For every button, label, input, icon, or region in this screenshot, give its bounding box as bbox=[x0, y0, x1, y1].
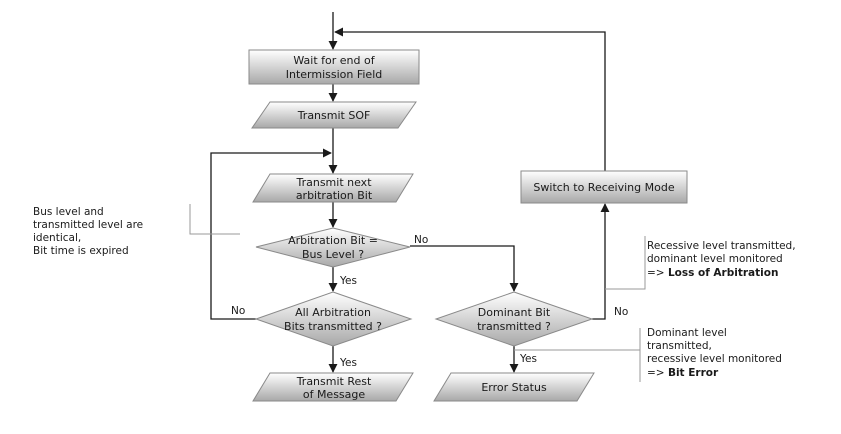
node-transmit-sof: Transmit SOF bbox=[251, 101, 417, 129]
node-all-bits-check-line1: All Arbitration bbox=[295, 306, 371, 319]
node-arbitration-check-line2: Bus Level ? bbox=[302, 248, 364, 261]
note-loss-prefix: => bbox=[647, 267, 668, 279]
note-bit-error-line2: transmitted, bbox=[647, 340, 712, 352]
node-error-status: Error Status bbox=[433, 372, 595, 402]
edge-label-all-yes: Yes bbox=[339, 357, 357, 369]
node-wait: Wait for end of Intermission Field bbox=[248, 49, 420, 85]
node-error-status-label: Error Status bbox=[481, 381, 547, 394]
edge-label-arb-no: No bbox=[414, 234, 428, 246]
note-loss-line3: => Loss of Arbitration bbox=[647, 267, 778, 279]
node-wait-line1: Wait for end of bbox=[293, 54, 375, 67]
node-wait-line2: Intermission Field bbox=[286, 68, 383, 81]
edge-label-dom-no: No bbox=[614, 306, 628, 318]
note-bit-error: Dominant level transmitted, recessive le… bbox=[647, 327, 782, 379]
note-loss-of-arbitration: Recessive level transmitted, dominant le… bbox=[647, 240, 796, 279]
node-all-bits-check: All Arbitration Bits transmitted ? bbox=[254, 291, 413, 347]
bus-level-note-line bbox=[189, 204, 240, 235]
note-bit-error-line3: recessive level monitored bbox=[647, 353, 782, 365]
loss-note-line bbox=[605, 236, 646, 290]
note-bit-error-prefix: => bbox=[647, 367, 668, 379]
dom-no-line bbox=[592, 203, 610, 320]
note-loss-line2: dominant level monitored bbox=[647, 253, 783, 265]
edge-label-all-no: No bbox=[231, 305, 245, 317]
all-no-loop-line bbox=[210, 148, 332, 320]
node-transmit-next-line2: arbitration Bit bbox=[296, 189, 373, 202]
note-bus-level-line1: Bus level and bbox=[33, 206, 104, 218]
edge-labels: No Yes No Yes No Yes bbox=[231, 234, 628, 369]
node-arbitration-check: Arbitration Bit = Bus Level ? bbox=[255, 227, 411, 268]
note-connectors bbox=[189, 204, 646, 382]
note-bit-error-line1: Dominant level bbox=[647, 327, 727, 339]
node-transmit-sof-label: Transmit SOF bbox=[297, 109, 371, 122]
node-transmit-rest-line2: of Message bbox=[303, 388, 366, 401]
node-transmit-next: Transmit next arbitration Bit bbox=[252, 173, 414, 203]
node-switch-receiving: Switch to Receiving Mode bbox=[520, 170, 688, 204]
node-transmit-rest-line1: Transmit Rest bbox=[296, 375, 372, 388]
node-switch-receiving-label: Switch to Receiving Mode bbox=[533, 181, 674, 194]
edge-label-arb-yes: Yes bbox=[339, 275, 357, 287]
node-transmit-rest: Transmit Rest of Message bbox=[252, 372, 414, 402]
node-transmit-next-line1: Transmit next bbox=[295, 176, 372, 189]
node-arbitration-check-line1: Arbitration Bit = bbox=[288, 234, 378, 247]
connectors bbox=[210, 12, 610, 373]
note-bus-level-line4: Bit time is expired bbox=[33, 245, 129, 257]
note-bus-level: Bus level and transmitted level are iden… bbox=[33, 206, 143, 257]
node-dominant-check: Dominant Bit transmitted ? bbox=[434, 291, 594, 347]
note-bus-level-line2: transmitted level are bbox=[33, 219, 143, 231]
note-bit-error-bold: Bit Error bbox=[668, 367, 719, 379]
note-loss-bold: Loss of Arbitration bbox=[668, 267, 779, 279]
return-to-start-line bbox=[334, 27, 606, 171]
node-all-bits-check-line2: Bits transmitted ? bbox=[284, 320, 382, 333]
note-bus-level-line3: identical, bbox=[33, 232, 81, 244]
node-dominant-check-line2: transmitted ? bbox=[477, 320, 551, 333]
edge-label-dom-yes: Yes bbox=[519, 353, 537, 365]
note-bit-error-line4: => Bit Error bbox=[647, 367, 719, 379]
node-dominant-check-line1: Dominant Bit bbox=[478, 306, 551, 319]
bit-error-note-line bbox=[514, 328, 641, 382]
note-loss-line1: Recessive level transmitted, bbox=[647, 240, 796, 252]
arb-no-line bbox=[410, 245, 519, 292]
